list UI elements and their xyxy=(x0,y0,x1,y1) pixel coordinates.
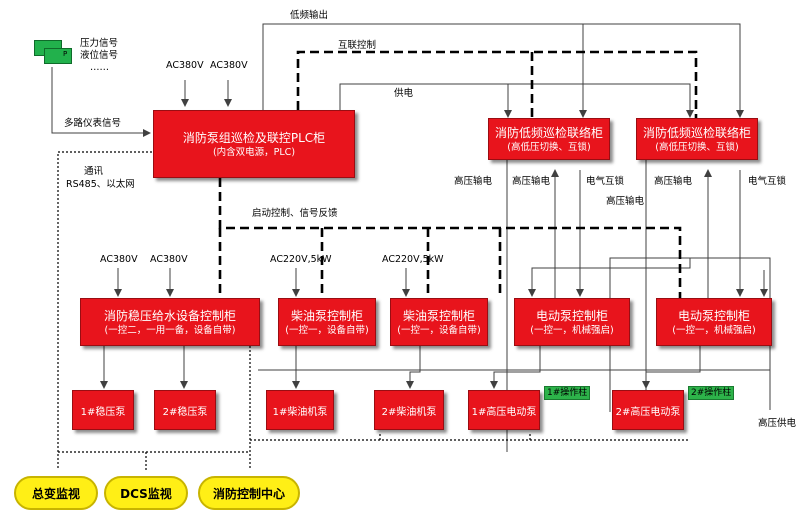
device-stab-pump-2[interactable]: 2#稳压泵 xyxy=(154,390,216,430)
lf-cabinet-2-subtitle: (高低压切换、互锁) xyxy=(655,141,739,153)
plc-cabinet[interactable]: 消防泵组巡检及联控PLC柜 (内含双电源，PLC) xyxy=(153,110,355,178)
diesel-cabinet-1-subtitle: (一控一，设备自带) xyxy=(285,324,369,336)
comm-label-2: RS485、以太网 xyxy=(66,179,135,190)
plc-cabinet-title: 消防泵组巡检及联控PLC柜 xyxy=(182,130,326,145)
comm-dotted-lines xyxy=(57,151,690,470)
electric-cabinet-1-title: 电动泵控制柜 xyxy=(535,308,608,323)
lf-cabinet-1[interactable]: 消防低频巡检联络柜 (高低压切换、互锁) xyxy=(488,118,610,160)
electric-cabinet-1[interactable]: 电动泵控制柜 (一控一，机械强启) xyxy=(514,298,630,346)
device-hv-pump-1[interactable]: 1#高压电动泵 xyxy=(468,390,540,430)
electric-cabinet-2[interactable]: 电动泵控制柜 (一控一，机械强启) xyxy=(656,298,772,346)
monitor-substation[interactable]: 总变监视 xyxy=(14,476,98,510)
diesel-cabinet-1[interactable]: 柴油泵控制柜 (一控一，设备自带) xyxy=(278,298,376,346)
multi-meter-label: 多路仪表信号 xyxy=(64,118,122,129)
lf-cabinet-1-title: 消防低频巡检联络柜 xyxy=(494,125,603,140)
device-hv-pump-2[interactable]: 2#高压电动泵 xyxy=(612,390,684,430)
device-diesel-pump-1[interactable]: 1#柴油机泵 xyxy=(266,390,334,430)
stab-power-b-label: AC380V xyxy=(150,254,188,265)
pressure-signal-label: 压力信号 xyxy=(80,38,119,49)
low-freq-output-label: 低频输出 xyxy=(290,10,329,21)
diesel-cabinet-1-title: 柴油泵控制柜 xyxy=(290,308,363,323)
diesel-cabinet-2-title: 柴油泵控制柜 xyxy=(402,308,475,323)
level-sensor-icon: P xyxy=(44,48,72,64)
level-signal-label: 液位信号 xyxy=(80,50,119,61)
operation-post-2: 2#操作柱 xyxy=(688,386,735,400)
diesel-cabinet-2-subtitle: (一控一，设备自带) xyxy=(397,324,481,336)
stabilizer-cabinet-subtitle: (一控二，一用一备，设备自带) xyxy=(104,324,236,336)
comm-label-1: 通讯 xyxy=(84,166,104,177)
device-stab-pump-1[interactable]: 1#稳压泵 xyxy=(72,390,134,430)
monitor-fire-control-center[interactable]: 消防控制中心 xyxy=(198,476,300,510)
ei-label-2: 电气互锁 xyxy=(748,176,787,187)
stab-power-a-label: AC380V xyxy=(100,254,138,265)
more-signals-label: …… xyxy=(90,62,109,73)
stabilizer-cabinet[interactable]: 消防稳压给水设备控制柜 (一控二，一用一备，设备自带) xyxy=(80,298,260,346)
lf-cabinet-1-subtitle: (高低压切换、互锁) xyxy=(507,141,591,153)
plc-power-b-label: AC380V xyxy=(210,60,248,71)
hv-in-label-1: 高压输电 xyxy=(454,176,493,187)
electric-cabinet-2-subtitle: (一控一，机械强启) xyxy=(672,324,756,336)
device-diesel-pump-2[interactable]: 2#柴油机泵 xyxy=(374,390,444,430)
hv-in-label-4: 高压输电 xyxy=(654,176,693,187)
electric-cabinet-1-subtitle: (一控一，机械强启) xyxy=(530,324,614,336)
ei-label-1: 电气互锁 xyxy=(586,176,625,187)
hv-supply-label: 高压供电 xyxy=(758,418,797,429)
control-dashed-lines xyxy=(218,50,698,298)
sensor-letter: P xyxy=(63,50,68,58)
lf-cabinet-2-title: 消防低频巡检联络柜 xyxy=(642,125,751,140)
electric-cabinet-2-title: 电动泵控制柜 xyxy=(677,308,750,323)
operation-post-1: 1#操作柱 xyxy=(544,386,591,400)
lf-cabinet-2[interactable]: 消防低频巡检联络柜 (高低压切换、互锁) xyxy=(636,118,758,160)
start-control-label: 启动控制、信号反馈 xyxy=(252,208,338,219)
diesel-1-power-label: AC220V,5kW xyxy=(270,254,332,265)
plc-cabinet-subtitle: (内含双电源，PLC) xyxy=(212,146,296,158)
diesel-cabinet-2[interactable]: 柴油泵控制柜 (一控一，设备自带) xyxy=(390,298,488,346)
supply-label: 供电 xyxy=(394,88,414,99)
hv-in-label-3: 高压输电 xyxy=(606,196,645,207)
diesel-2-power-label: AC220V,5kW xyxy=(382,254,444,265)
interlock-control-label: 互联控制 xyxy=(338,40,377,51)
plc-power-a-label: AC380V xyxy=(166,60,204,71)
hv-in-label-2: 高压输电 xyxy=(512,176,551,187)
monitor-dcs[interactable]: DCS监视 xyxy=(104,476,188,510)
solid-wires xyxy=(51,23,771,452)
stabilizer-cabinet-title: 消防稳压给水设备控制柜 xyxy=(103,308,236,323)
